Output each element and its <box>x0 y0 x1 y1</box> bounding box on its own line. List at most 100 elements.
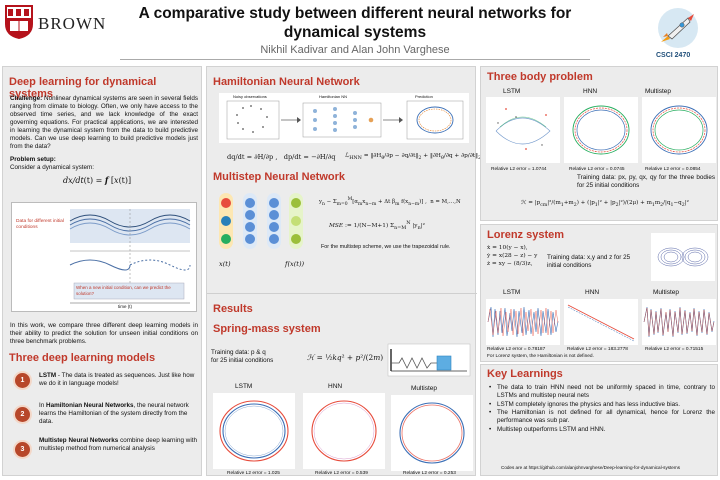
spring-training-line1: Training data: p & q <box>211 349 266 356</box>
hnn-title: Hamiltonian Neural Network <box>213 76 360 88</box>
model-badge-3: 3 <box>15 442 30 457</box>
lorenz-training: Training data: x,y and z for 25 initial … <box>547 254 631 269</box>
dynamical-system-equation: dx/dt(t) = f [x(t)] <box>63 175 132 185</box>
model-hnn-text: In Hamiltonian Neural Networks, the neur… <box>39 402 199 426</box>
tb-training: Training data: px, py, qx, qy for the th… <box>577 174 715 189</box>
key-learnings-list: The data to train HNN need not be unifor… <box>489 384 715 435</box>
lorenz-error-lstm: Relative L2 error = 0.78187 <box>487 347 546 352</box>
key-learning-item: The Hamiltonian is not defined for all d… <box>489 409 715 425</box>
spring-plot-multistep <box>391 395 473 471</box>
hnn-figure: Noisy observations Hamiltonian NN Predic… <box>219 93 469 143</box>
problem-figure-plot <box>69 209 191 304</box>
spring-plot-label-hnn: HNN <box>328 383 343 390</box>
brown-shield-icon <box>5 5 33 39</box>
hnn-fig-label-pred: Prediction <box>415 94 433 99</box>
lorenz-plot-lstm <box>486 299 560 345</box>
spring-error-lstm: Relative L2 error = 1.025 <box>227 471 280 476</box>
spring-hamiltonian-equation: ℋ = ½kq² + p²/(2m) <box>307 353 384 362</box>
three-body-panel: Three body problem LSTM HNN Multistep Re… <box>480 66 718 221</box>
lorenz-attractor-plot <box>651 233 715 281</box>
poster-title: A comparative study between different ne… <box>120 4 590 42</box>
multistep-input-label: x(t) <box>219 260 231 268</box>
deep-learning-title: Deep learning for dynamical systems <box>9 76 157 100</box>
hnn-hamilton-equations: dq/dt = ∂H/∂p , dp/dt = −∂H/∂q <box>227 153 336 161</box>
hnn-diagram <box>226 100 464 140</box>
authors: Nikhil Kadivar and Alan John Varghese <box>260 44 450 56</box>
title-line-1: A comparative study between different ne… <box>138 5 572 22</box>
model-hnn-name: Hamiltonian Neural Networks <box>46 402 134 409</box>
deep-learning-panel: Deep learning for dynamical systems Chal… <box>2 66 202 476</box>
spring-diagram <box>387 343 471 377</box>
fig-xlabel: time (t) <box>118 304 132 309</box>
lorenz-plot-label-multistep: Multistep <box>653 289 680 296</box>
lorenz-error-hnn: Relative L2 error = 183.2778 <box>567 347 628 352</box>
setup-text: Consider a dynamical system: <box>10 164 94 171</box>
spring-error-hnn: Relative L2 error = 0.539 <box>315 471 368 476</box>
methods-results-panel: Hamiltonian Neural Network Noisy observa… <box>206 66 481 476</box>
spring-plot-lstm <box>213 393 295 469</box>
brown-logo: BROWN <box>4 4 122 42</box>
lorenz-plot-label-hnn: HNN <box>585 289 600 296</box>
model-multistep-text: Multistep Neural Networks combine deep l… <box>39 437 197 453</box>
code-link[interactable]: Codes are at https://github.com/alanjohn… <box>501 465 680 470</box>
spring-error-multistep: Relative L2 error = 0.253 <box>403 471 456 476</box>
lorenz-plot-multistep <box>642 299 716 345</box>
tb-plot-hnn <box>564 97 638 163</box>
rocket-logo <box>650 6 706 50</box>
results-divider <box>207 293 477 294</box>
model-lstm-name: LSTM <box>39 372 57 379</box>
multistep-scheme-equation: yn − Σm=0M[αmxn−m + Δt βm f(xn−m)] , n =… <box>319 197 461 207</box>
setup-label: Problem setup: <box>10 156 56 163</box>
model-multistep-name: Multistep Neural Networks <box>39 437 119 444</box>
tb-error-multistep: Relative L2 error = 0.0854 <box>645 167 701 172</box>
model-lstm-text: LSTM - The data is treated as sequences.… <box>39 372 199 388</box>
lorenz-plot-label-lstm: LSTM <box>503 289 521 296</box>
title-divider <box>120 59 590 60</box>
challenge-paragraph: Challenge: Nonlinear dynamical systems a… <box>10 95 198 151</box>
hnn-loss-equation: ℒHNN = ‖∂Hθ/∂p − ∂q/∂t‖2 + ‖∂Hθ/∂q + ∂p/… <box>345 153 481 162</box>
key-learning-item: Multistep outperforms LSTM and HNN. <box>489 426 715 434</box>
course-code: CSCI 2470 <box>656 52 691 59</box>
tb-plot-label-lstm: LSTM <box>503 88 521 95</box>
key-learnings-panel: Key Learnings The data to train HNN need… <box>480 364 718 476</box>
lorenz-plot-hnn <box>564 299 638 345</box>
fig-label-data: Data for different initial conditions <box>16 219 64 230</box>
key-learning-item: LSTM completely ignores the physics and … <box>489 401 715 409</box>
challenge-text: Nonlinear dynamical systems are seen in … <box>10 95 198 150</box>
title-line-2: dynamical systems <box>283 24 427 41</box>
hnn-fig-label-nn: Hamiltonian NN <box>319 94 348 99</box>
model-badge-2: 2 <box>15 407 30 422</box>
compare-paragraph: In this work, we compare three different… <box>10 322 198 345</box>
tb-plot-label-multistep: Multistep <box>645 88 672 95</box>
spring-plot-label-multistep: Multistep <box>411 385 438 392</box>
key-learning-item: The data to train HNN need not be unifor… <box>489 384 715 400</box>
tb-error-lstm: Relative L2 error = 1.0744 <box>491 167 547 172</box>
key-learnings-title: Key Learnings <box>487 368 563 380</box>
model-lstm-desc: - The data is treated as sequences. Just… <box>39 372 195 387</box>
challenge-label: Challenge: <box>10 95 43 102</box>
tb-plot-lstm <box>486 97 560 163</box>
hnn-fig-label-obs: Noisy observations <box>233 94 267 99</box>
rocket-icon <box>658 8 698 48</box>
model-hnn-pre: In <box>39 402 47 409</box>
multistep-note: For the multistep scheme, we use the tra… <box>321 244 451 250</box>
brown-wordmark: BROWN <box>38 14 107 33</box>
spring-training-line2: for 25 initial conditions <box>211 357 274 364</box>
lorenz-title: Lorenz system <box>487 229 565 241</box>
problem-figure: Data for different initial conditions Wh… <box>11 202 197 312</box>
model-badge-1: 1 <box>15 373 30 388</box>
lorenz-panel: Lorenz system ẋ = 10(y − x),ẏ = x(28 − z… <box>480 224 718 362</box>
spring-title: Spring-mass system <box>213 323 321 335</box>
multistep-network-diagram <box>219 193 303 249</box>
multistep-title: Multistep Neural Network <box>213 171 346 183</box>
three-body-title: Three body problem <box>487 71 593 83</box>
model-hnn-desc: , the neural network learns the Hamilton… <box>39 402 189 425</box>
results-title: Results <box>213 303 253 315</box>
spring-training: Training data: p & q for 25 initial cond… <box>211 349 291 365</box>
fig-label-question: When a new initial condition, can we pre… <box>76 285 171 296</box>
lorenz-note: For Lorenz system, the Hamiltonian is no… <box>487 354 594 359</box>
models-title: Three deep learning models <box>9 352 156 364</box>
multistep-output-label: f(x(t)) <box>285 260 305 268</box>
tb-plot-label-hnn: HNN <box>583 88 598 95</box>
